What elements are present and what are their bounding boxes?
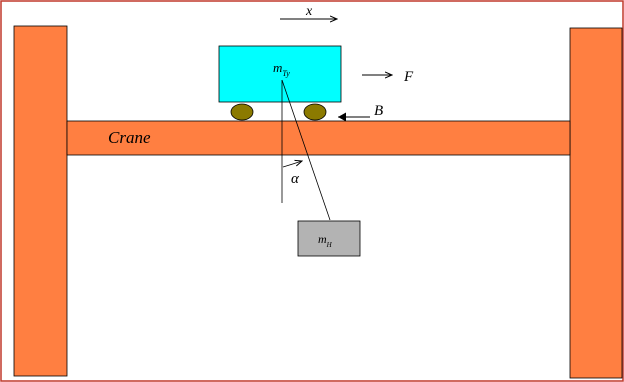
brake-label: B [374,103,383,119]
angle-label: α [291,171,300,187]
trolley [218,45,342,103]
left-wheel [230,103,254,121]
right-wheel [303,103,327,121]
crane-beam [66,120,571,156]
left-pillar [13,25,68,377]
x-axis-label: x [305,4,313,19]
trolley-mass-label: mTy [273,60,290,78]
hoist-rope [281,79,331,221]
load-mass [297,220,361,257]
angle-arc [282,161,302,168]
crane-label: Crane [108,128,151,147]
force-label: F [403,69,414,85]
load-mass-label: mH [318,232,333,249]
right-pillar [569,27,623,379]
